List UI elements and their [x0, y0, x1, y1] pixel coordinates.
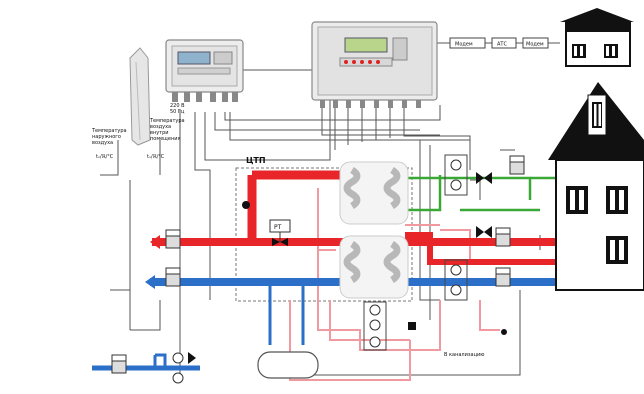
- rt-label: РТ: [274, 224, 282, 231]
- house-icon: [548, 82, 644, 291]
- return-pipes: [92, 262, 573, 371]
- supply-inlet-arrow: [150, 235, 160, 249]
- circulation-pipes: [405, 175, 562, 240]
- dispatch-house-icon: [560, 8, 634, 67]
- heat-exchanger-icon: [339, 161, 409, 299]
- modem-right-label: Модем: [526, 42, 544, 48]
- sewer-label: В канализацию: [444, 352, 484, 358]
- return-outlet-arrow: [145, 275, 155, 289]
- rt-valve-icon: [269, 219, 291, 246]
- indoor-temp-line2: воздуха: [150, 124, 171, 130]
- signal-wiring: [100, 42, 560, 380]
- control-valve-dot: [242, 201, 250, 209]
- indoor-temp-line3: внутри: [150, 130, 169, 136]
- main-controller-icon: [311, 21, 438, 108]
- outdoor-temp-line1: Температура: [91, 128, 127, 134]
- power-frequency-label: 50 Гц: [170, 109, 185, 115]
- tank-icon: [257, 351, 319, 379]
- indoor-temp-line1: Температура: [149, 118, 185, 124]
- valve-icon: [188, 172, 507, 364]
- pump-icon: [172, 159, 462, 384]
- outdoor-sensor-label: tₙ/ℝ/°C: [96, 154, 114, 160]
- dispatch-label: Диспетчерская: [569, 33, 609, 39]
- antenna-icon: [129, 47, 151, 146]
- indoor-temp-line4: помещения: [150, 136, 181, 142]
- dhw-pipes: [289, 188, 500, 381]
- outdoor-temp-line3: воздуха: [92, 140, 113, 146]
- pump-group-frame: [363, 154, 468, 351]
- power-voltage-label: 220 В: [170, 103, 185, 109]
- ctp-label: ЦТП: [246, 156, 266, 165]
- flow-meter-icon: [111, 155, 525, 374]
- indoor-sensor-label: tₙ/ℝ/°C: [147, 154, 165, 160]
- telecom-chain: [449, 37, 549, 49]
- ats-label: АТС: [497, 42, 507, 48]
- outdoor-temp-line2: наружного: [92, 134, 121, 140]
- heat-calculator-icon: [165, 39, 244, 102]
- modem-left-label: Модем: [455, 42, 473, 48]
